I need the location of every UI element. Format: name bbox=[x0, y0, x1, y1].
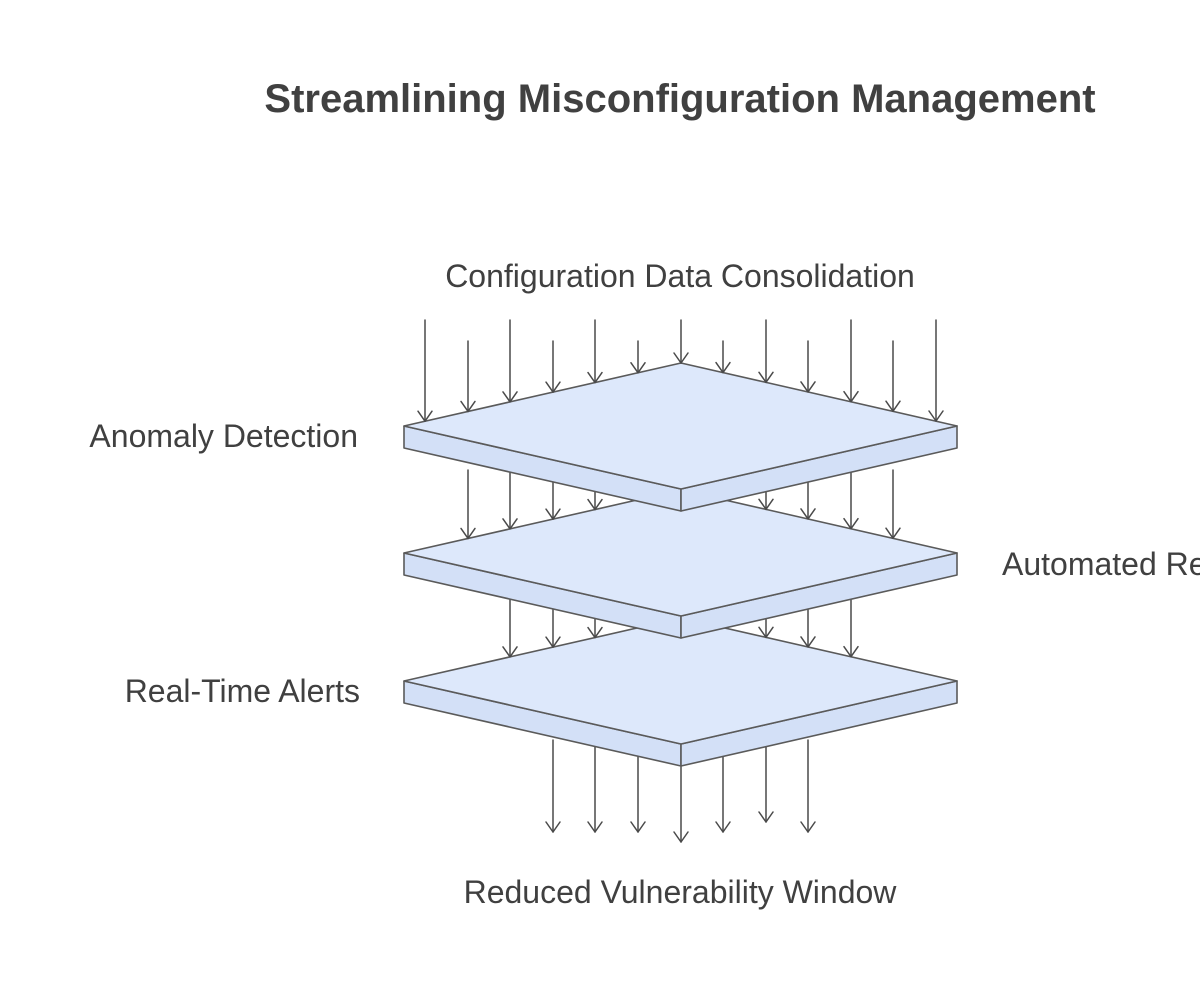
flow-arrow-icon bbox=[843, 319, 859, 403]
flow-arrow-icon bbox=[460, 340, 476, 413]
layer-plane-3 bbox=[403, 617, 958, 767]
flow-arrow-icon bbox=[545, 340, 561, 393]
input-label: Configuration Data Consolidation bbox=[445, 258, 915, 294]
flow-arrow-icon bbox=[460, 469, 476, 540]
flow-arrow-icon bbox=[630, 340, 646, 374]
flow-arrow-icon bbox=[885, 469, 901, 539]
flow-arrow-icon bbox=[885, 340, 901, 412]
layer-plane-1 bbox=[403, 362, 958, 512]
arrows-layer-3-to-output bbox=[545, 739, 816, 843]
arrows-input-to-layer-1 bbox=[417, 319, 944, 422]
flow-arrow-icon bbox=[758, 319, 774, 384]
layer-plane-2 bbox=[403, 489, 958, 639]
flow-arrow-icon bbox=[843, 469, 859, 530]
layer-label-anomaly-detection: Anomaly Detection bbox=[89, 418, 358, 454]
flow-arrow-icon bbox=[928, 319, 944, 422]
flow-arrow-icon bbox=[502, 469, 518, 530]
flow-arrow-icon bbox=[800, 739, 816, 833]
flow-arrow-icon bbox=[587, 319, 603, 384]
layer-label-automated-remediation: Automated Remediation bbox=[1002, 546, 1200, 582]
layer-label-real-time-alerts: Real-Time Alerts bbox=[125, 673, 360, 709]
flow-arrow-icon bbox=[758, 739, 774, 823]
flow-arrow-icon bbox=[587, 739, 603, 833]
diagram-title: Streamlining Misconfiguration Management bbox=[264, 77, 1095, 121]
output-label: Reduced Vulnerability Window bbox=[464, 874, 898, 910]
flow-arrow-icon bbox=[715, 340, 731, 374]
flow-arrow-icon bbox=[800, 340, 816, 393]
flow-arrow-icon bbox=[545, 739, 561, 833]
flow-arrow-icon bbox=[673, 319, 689, 364]
flow-arrow-icon bbox=[502, 319, 518, 403]
flow-arrow-icon bbox=[502, 597, 518, 658]
flow-arrow-icon bbox=[843, 597, 859, 658]
flow-arrow-icon bbox=[417, 319, 433, 422]
